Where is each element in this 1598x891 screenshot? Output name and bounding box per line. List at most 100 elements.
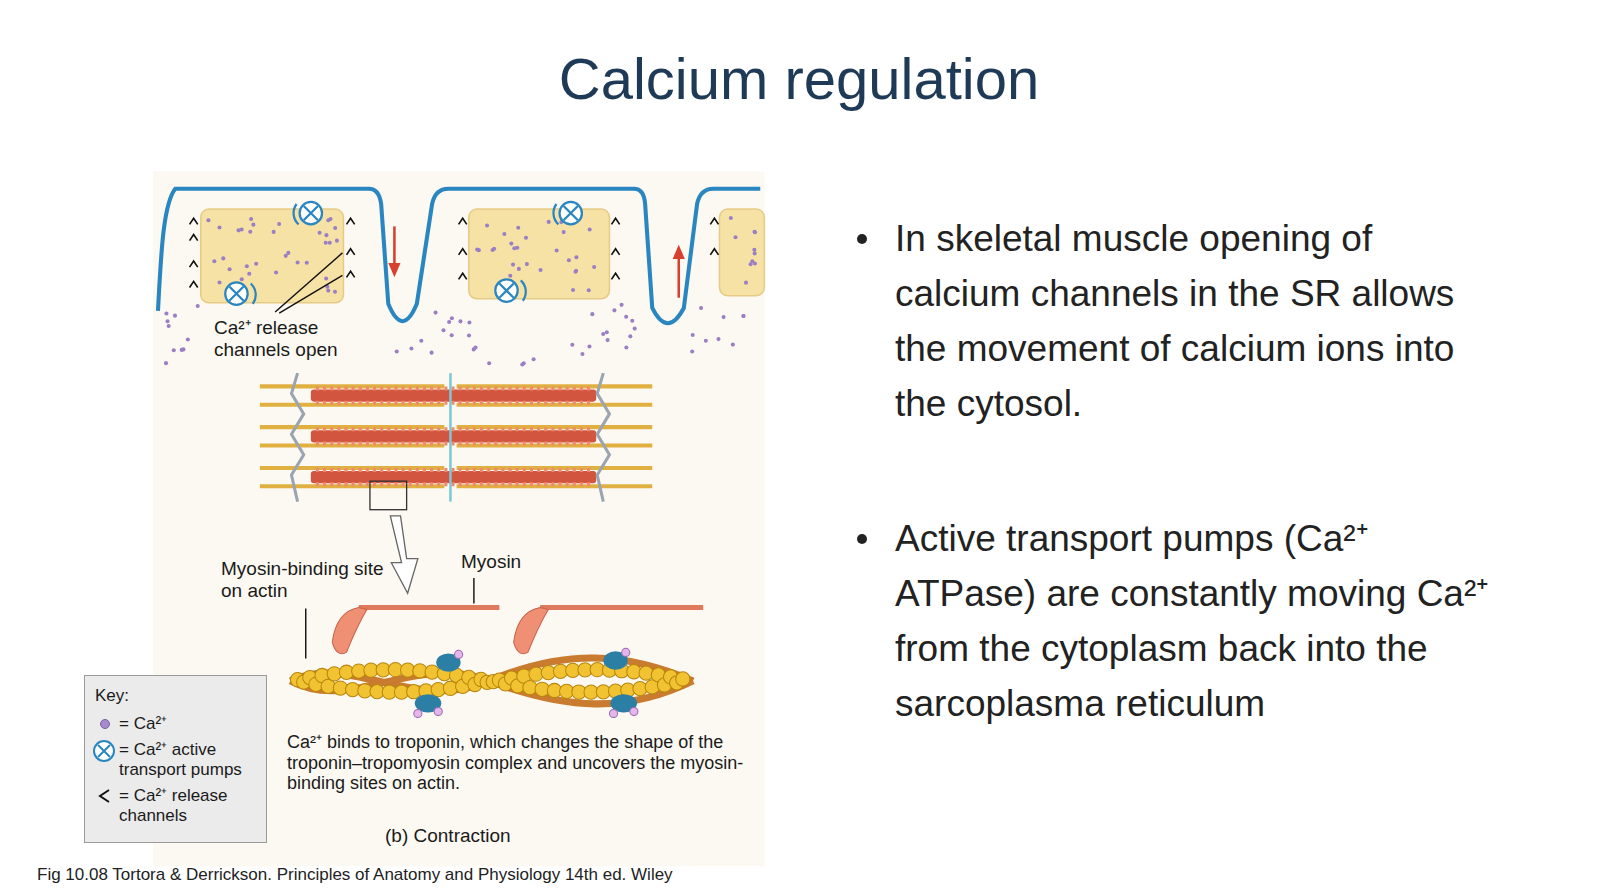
bullet-dot — [857, 234, 867, 244]
zoom-arrow — [390, 516, 418, 593]
calcium-ion — [690, 349, 694, 353]
calcium-ion — [722, 315, 726, 319]
calcium-ion — [441, 328, 445, 332]
calcium-ion — [217, 281, 221, 285]
calcium-ion — [620, 303, 624, 307]
calcium-ion — [434, 311, 438, 315]
calcium-ion — [467, 320, 471, 324]
calcium-ion — [753, 230, 757, 234]
calcium-ion — [491, 248, 495, 252]
calcium-ion — [212, 259, 216, 263]
calcium-ion — [749, 262, 753, 266]
callout-label: Myosin — [461, 551, 521, 573]
calcium-ion — [324, 233, 328, 237]
calcium-ions — [164, 216, 757, 367]
calcium-ion — [574, 255, 578, 259]
figure-description: Ca²⁺ binds to troponin, which changes th… — [287, 732, 751, 794]
calcium-ion — [744, 281, 748, 285]
calcium-ion — [699, 306, 703, 310]
calcium-ion — [509, 242, 513, 246]
calcium-ion — [485, 224, 489, 228]
calcium-ion — [555, 249, 559, 253]
pump-symbol — [91, 738, 117, 764]
legend-text: = Ca²⁺ active transport pumps — [119, 740, 259, 779]
calcium-ion — [630, 319, 634, 323]
calcium-ion — [733, 235, 737, 239]
calcium-ion — [164, 311, 168, 315]
calcium-ion — [539, 268, 543, 272]
calcium-ion — [166, 319, 170, 323]
sarcoplasmic-reticulum — [201, 209, 765, 303]
calcium-ion — [395, 349, 399, 353]
calcium-ion — [247, 272, 251, 276]
tubule-arrow — [388, 226, 685, 297]
calcium-ion — [753, 230, 757, 234]
calcium-ion — [237, 228, 241, 232]
calcium-ion — [277, 222, 281, 226]
calcium-ion — [472, 347, 476, 351]
legend-box: Key:= Ca²⁺= Ca²⁺ active transport pumps=… — [84, 675, 267, 843]
calcium-ion — [248, 230, 252, 234]
calcium-ion — [430, 351, 434, 355]
calcium-ion — [741, 314, 745, 318]
calcium-ion — [249, 217, 253, 221]
calcium-ion — [731, 343, 735, 347]
legend-text: = Ca²⁺ release channels — [119, 786, 259, 825]
calcium-ion — [624, 315, 628, 319]
calcium-ion — [628, 334, 632, 338]
actin-filament — [290, 648, 693, 717]
calcium-ion — [324, 276, 328, 280]
callout-label: Ca²⁺ release channels open — [214, 317, 367, 361]
myosin — [332, 608, 703, 654]
calcium-ion — [240, 277, 244, 281]
calcium-ion — [487, 361, 491, 365]
calcium-ion — [508, 274, 512, 278]
calcium-ion — [741, 314, 745, 318]
calcium-ion — [221, 256, 225, 260]
sarcomere — [260, 373, 652, 501]
calcium-ion — [318, 231, 322, 235]
calcium-ion — [601, 332, 605, 336]
calcium-ion — [704, 339, 708, 343]
calcium-ion — [467, 333, 471, 337]
calcium-ion — [753, 251, 757, 255]
calcium-ion — [228, 267, 232, 271]
calcium-ion — [571, 288, 575, 292]
leader-line — [275, 253, 474, 659]
actin-bead — [676, 672, 690, 686]
calcium-ion — [588, 227, 592, 231]
calcium-ion — [592, 265, 596, 269]
calcium-ion — [272, 230, 276, 234]
calcium-ion — [335, 239, 339, 243]
calcium-ion — [167, 324, 171, 328]
calcium-ion — [580, 352, 584, 356]
calcium-ion — [326, 289, 330, 293]
calcium-ion — [333, 290, 337, 294]
calcium-ion — [612, 308, 616, 312]
calcium-ion — [515, 246, 519, 250]
calcium-ion — [570, 343, 574, 347]
calcium-ion — [524, 236, 528, 240]
calcium-ion — [180, 348, 184, 352]
calcium-ion — [587, 344, 591, 348]
calcium-ion — [516, 226, 520, 230]
legend-swatch — [100, 719, 110, 729]
calcium-ion — [409, 347, 413, 351]
calcium-ion — [326, 218, 330, 222]
calcium-ion — [164, 361, 168, 365]
calcium-ion — [245, 264, 249, 268]
legend-text: = Ca²⁺ — [119, 714, 259, 734]
slide-title: Calcium regulation — [0, 47, 1598, 111]
calcium-ion — [606, 338, 610, 342]
calcium-ion — [254, 262, 258, 266]
calcium-ion — [574, 269, 578, 273]
calcium-ion — [172, 348, 176, 352]
calcium-ion — [633, 327, 637, 331]
calcium-ion — [729, 216, 733, 220]
calcium-ion — [522, 361, 526, 365]
calcium-pump — [225, 202, 582, 305]
calcium-ion — [716, 337, 720, 341]
calcium-ion — [173, 314, 177, 318]
calcium-ion — [305, 261, 309, 265]
